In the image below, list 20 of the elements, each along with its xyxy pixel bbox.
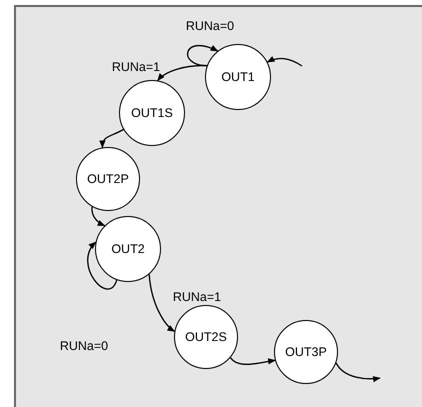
state-name: OUT1 [221, 70, 255, 84]
arrow [91, 206, 106, 226]
edge-label: RUNa=1 [172, 290, 222, 304]
state-name: OUT2 [111, 242, 145, 256]
edge-label: RUNa=0 [186, 19, 234, 33]
arrow [157, 64, 208, 82]
state-name: OUT1S [131, 106, 173, 120]
arrow [100, 128, 124, 148]
edge-label: RUNa=1 [112, 60, 160, 74]
arrow [336, 362, 381, 382]
state-name: OUT2S [185, 330, 227, 344]
state-circle [205, 44, 271, 110]
arrow [187, 45, 218, 66]
state-name: OUT3P [285, 345, 327, 359]
arrow [87, 242, 118, 290]
arrow [266, 56, 302, 67]
arrow [230, 357, 276, 365]
edge-label: RUNa=0 [60, 339, 108, 353]
arrow [148, 274, 176, 332]
state-name: OUT2P [87, 172, 129, 186]
